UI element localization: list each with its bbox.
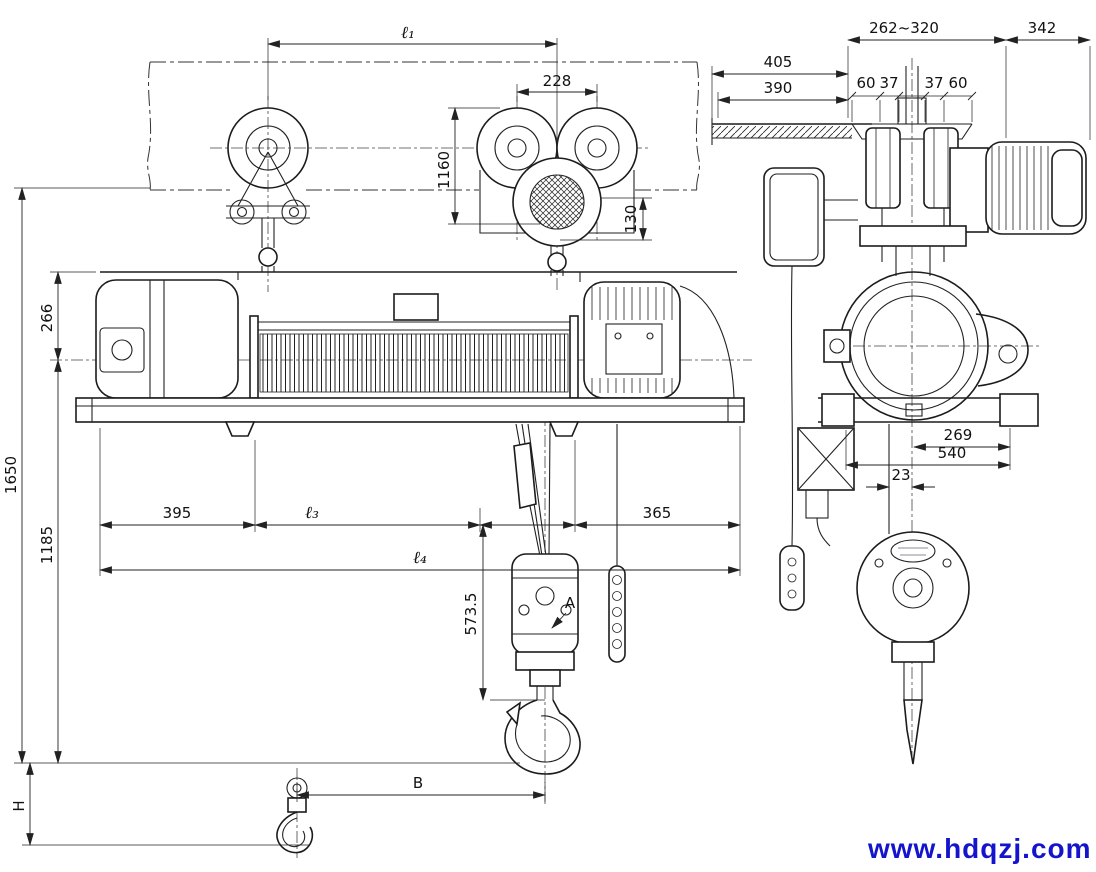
front-view: [75, 61, 745, 854]
dim-1185-label: 1185: [38, 526, 56, 564]
trunnion-side: [891, 641, 935, 663]
hook-side: [856, 424, 970, 765]
dim-1650-label: 1650: [2, 456, 20, 494]
nameplate: [890, 539, 936, 563]
hook-nut: [529, 669, 561, 687]
left-bracket: [823, 329, 851, 363]
drum-flange-right: [569, 315, 579, 399]
wheel-left-profile: [865, 127, 901, 209]
drum-cover: [393, 293, 439, 321]
hoist-body: [95, 271, 737, 399]
watermark-text: www.hdqzj.com: [867, 833, 1092, 864]
suspension-bracket: [226, 151, 310, 272]
hook-tip: [505, 701, 522, 726]
dim-60-right-label: 60: [948, 74, 967, 92]
limit-switch-box: [797, 427, 855, 547]
gearbox-housing: [95, 279, 239, 399]
rail-flange-section: [711, 66, 973, 145]
dim-l1-label: ℓ₁: [401, 23, 415, 43]
wire-ropes: [513, 423, 626, 663]
section-a-label: A: [565, 594, 576, 612]
cross-travel-motor: [512, 157, 602, 276]
dim-h-label: H: [10, 800, 28, 811]
dim-228-label: 228: [543, 72, 572, 90]
hook-trunnion: [515, 651, 575, 671]
hook-inner: [514, 715, 571, 763]
limit-weight: [608, 565, 626, 663]
front-dimensions: ℓ₁ 228 1160 130 266 1185 1650 H 395 ℓ₃: [2, 23, 742, 847]
dim-1160-label: 1160: [435, 151, 453, 189]
dim-266-label: 266: [38, 304, 56, 333]
hook-block: [504, 553, 581, 775]
rail-clamp: [897, 97, 927, 125]
rope-guide-ear: [975, 313, 1029, 387]
dim-l4-label: ℓ₄: [413, 548, 427, 568]
travel-gearbox: [949, 147, 989, 233]
trolley-side: [763, 97, 1087, 276]
side-dimensions: 262~320 342 405 390 60 37 37 60 269 540 …: [710, 19, 1092, 496]
dim-l3-label: ℓ₃: [305, 503, 319, 523]
dim-37-left-label: 37: [879, 74, 898, 92]
drum-end-assembly: [823, 271, 1029, 421]
hook-outer: [504, 699, 581, 775]
hook-lowered-reference: [276, 777, 314, 854]
drum-flange-left: [249, 315, 259, 399]
dim-262-320-label: 262~320: [869, 19, 939, 37]
pendant-control: [779, 265, 805, 611]
dim-540-label: 540: [938, 444, 967, 462]
hanger-crossbar: [859, 225, 967, 247]
dim-405-label: 405: [764, 53, 793, 71]
dim-365-label: 365: [643, 504, 672, 522]
side-view: [711, 66, 1087, 765]
rope-wedge-socket: [513, 442, 537, 510]
dim-395-label: 395: [163, 504, 192, 522]
control-box: [763, 167, 825, 267]
dim-269-label: 269: [944, 426, 973, 444]
rope-drum-wraps: [259, 333, 569, 393]
dim-60-left-label: 60: [856, 74, 875, 92]
dim-b-label: B: [413, 774, 423, 792]
motor-end-cap: [1051, 149, 1083, 227]
dim-130-label: 130: [622, 205, 640, 234]
side-frame: [818, 393, 1039, 427]
pendant-station: [779, 545, 805, 611]
dim-23-label: 23: [891, 466, 910, 484]
dim-390-label: 390: [764, 79, 793, 97]
bottom-frame: [75, 397, 745, 437]
motor-terminal-box: [605, 323, 663, 375]
hook-side-profile: [903, 699, 923, 765]
pendant-cable: [790, 265, 794, 547]
runway-beam: [147, 61, 700, 191]
dim-573-5-label: 573.5: [462, 593, 480, 636]
trolley-wheel-left: [227, 107, 309, 189]
dim-37-right-label: 37: [924, 74, 943, 92]
dim-342-label: 342: [1028, 19, 1057, 37]
